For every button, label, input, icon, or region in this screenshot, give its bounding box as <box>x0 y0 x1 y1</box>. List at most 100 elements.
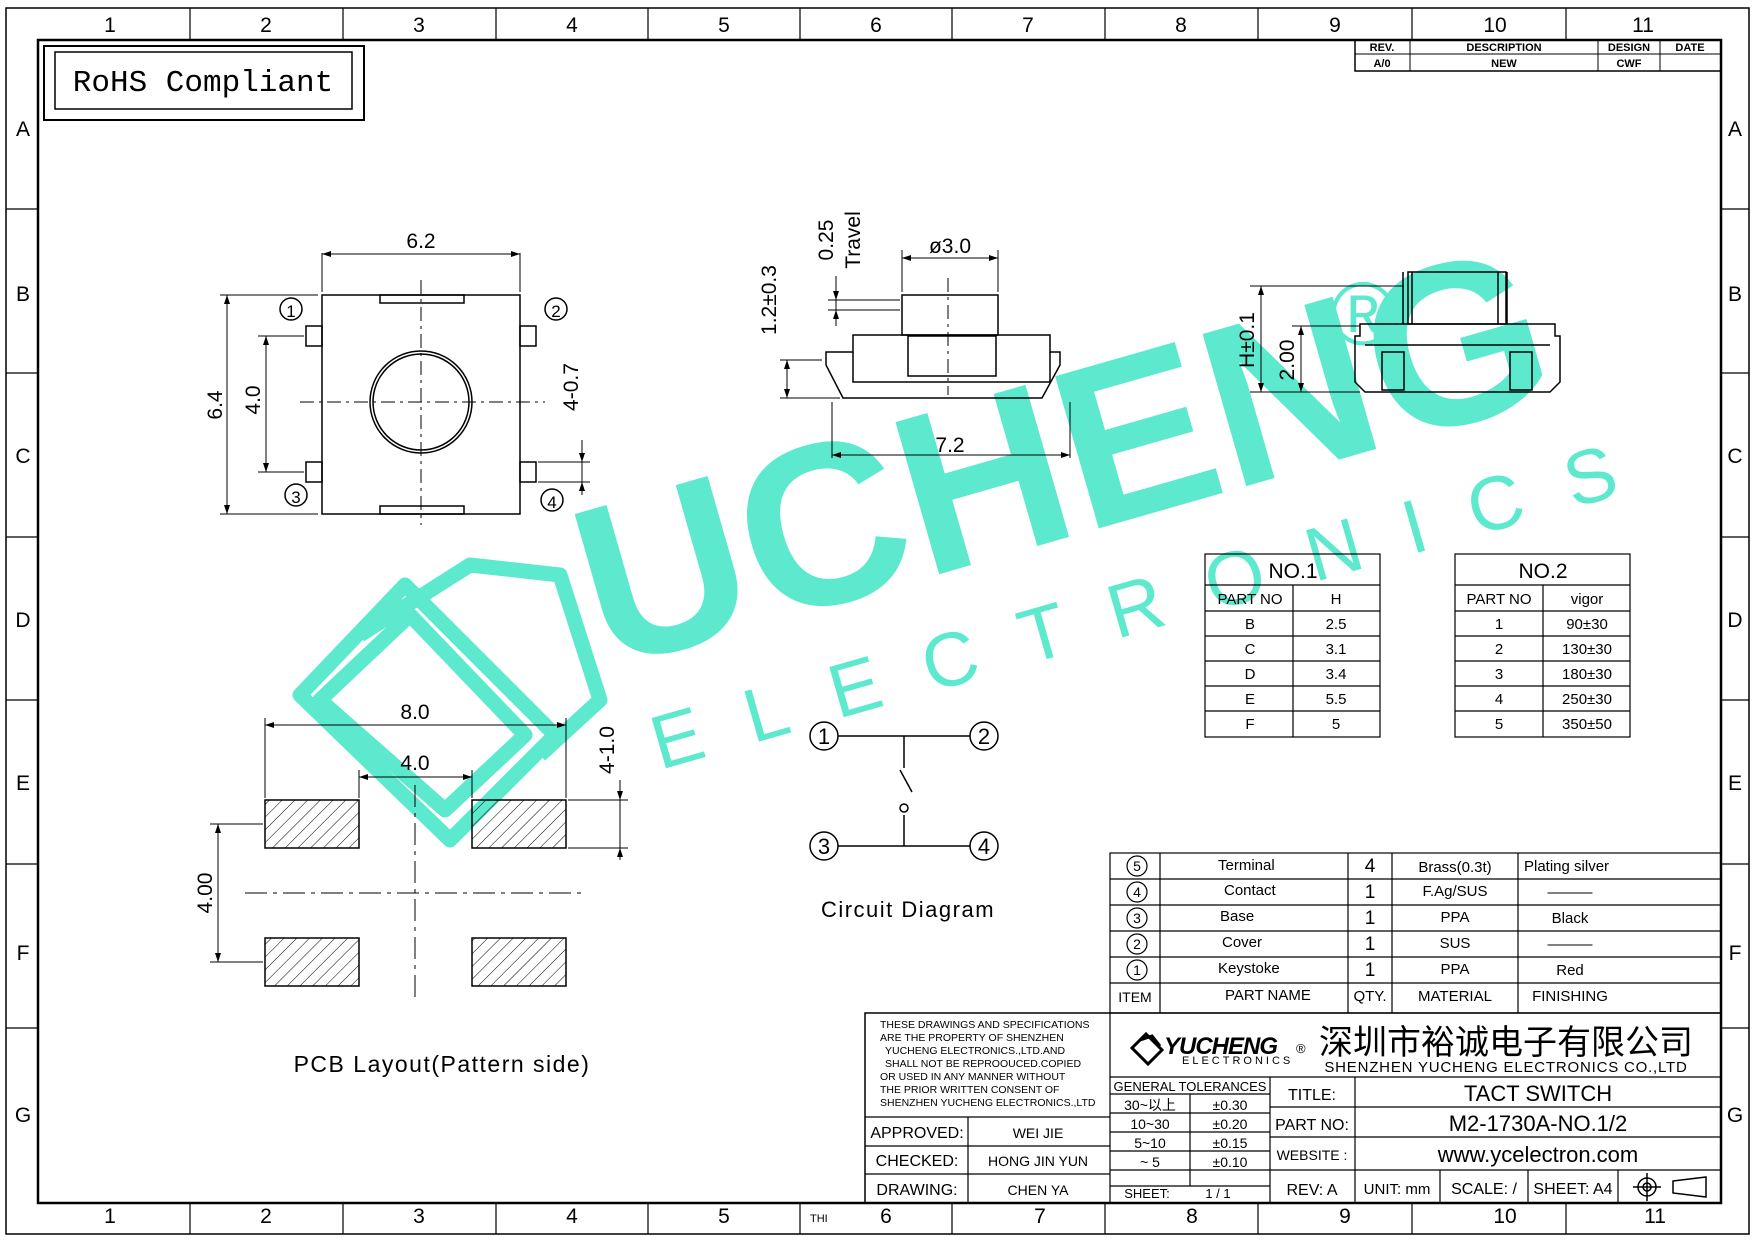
no2-cell: 250±30 <box>1562 691 1612 708</box>
drawing-name: CHEN YA <box>1008 1182 1070 1198</box>
bom-item: 4 <box>1133 884 1141 900</box>
circuit-pin-4: 4 <box>978 834 990 859</box>
rev-label: REV: A <box>1287 1182 1338 1199</box>
no1-cell: 3.4 <box>1326 666 1347 683</box>
sheet-label: SHEET: <box>1124 1186 1170 1201</box>
grid-col-label: 8 <box>1175 14 1187 37</box>
dim-pcb-pad: 4-1.0 <box>596 726 619 774</box>
drawing-title: TACT SWITCH <box>1464 1081 1612 1106</box>
notice-line: SHALL NOT BE REPROOUCED.COPIED <box>885 1058 1081 1070</box>
tolerance-range: 30~以上 <box>1124 1097 1176 1113</box>
grid-col-label: 2 <box>260 1205 272 1228</box>
bom-part-name: Contact <box>1224 882 1277 899</box>
no2-cell: 4 <box>1495 691 1503 708</box>
travel-label: Travel <box>842 211 865 269</box>
tolerance-title: GENERAL TOLERANCES <box>1114 1079 1267 1094</box>
dim-base-height: 2.00 <box>1276 340 1299 381</box>
part-number: M2-1730A-NO.1/2 <box>1449 1111 1628 1136</box>
grid-col-label: 4 <box>566 14 578 37</box>
grid-ticks <box>6 8 1749 1234</box>
logo-main: YUCHENG <box>1164 1033 1277 1060</box>
end-view <box>1250 271 1561 393</box>
grid-col-label: 6 <box>880 1205 892 1228</box>
bom-qty: 1 <box>1365 934 1376 955</box>
grid-col-label: 5 <box>718 14 730 37</box>
grid-col-label: 5 <box>718 1205 730 1228</box>
notice-line: SHENZHEN YUCHENG ELECTRONICS.,LTD <box>880 1097 1096 1109</box>
bom-item: 5 <box>1133 858 1141 874</box>
rev-header-date: DATE <box>1675 42 1704 54</box>
dim-travel: 0.25 <box>815 220 838 261</box>
top-view-labels: 6.2 6.4 4.0 4-0.7 1 2 3 4 <box>204 230 583 512</box>
dim-height: 6.4 <box>204 390 227 420</box>
bom-finishing: Red <box>1556 962 1584 979</box>
rohs-label: RoHS Compliant <box>73 66 333 101</box>
dim-pin: 4-0.7 <box>560 363 583 411</box>
bom-qty: 1 <box>1365 882 1376 903</box>
notice-line: OR USED IN ANY MANNER WITHOUT <box>880 1071 1066 1083</box>
grid-row-label: G <box>1727 1104 1743 1127</box>
grid-labels: 1 2 3 4 5 6 7 8 9 10 11 1 2 3 4 5 6 7 8 … <box>15 14 1743 1228</box>
bom-part-name: Terminal <box>1218 857 1275 874</box>
grid-col-label: 9 <box>1339 1205 1351 1228</box>
circuit-diagram <box>809 721 999 861</box>
outer-frame <box>5 7 1750 1235</box>
drawing-label: DRAWING: <box>876 1182 957 1199</box>
pcb-labels: 8.0 4.0 4-1.0 4.00 PCB Layout(Pattern si… <box>194 701 619 1077</box>
grid-col-label: 8 <box>1186 1205 1198 1228</box>
pcb-arrows <box>215 722 623 962</box>
no1-cell: D <box>1245 666 1256 683</box>
bom-material: PPA <box>1441 909 1470 926</box>
grid-row-label: B <box>1728 283 1742 306</box>
bom-qty: 1 <box>1365 908 1376 929</box>
dim-body-width: 7.2 <box>935 434 964 457</box>
grid-col-label: 10 <box>1483 14 1506 37</box>
grid-col-label: 4 <box>566 1205 578 1228</box>
bom-qty: 1 <box>1365 960 1376 981</box>
side-view <box>780 250 1071 458</box>
dim-diameter: ø3.0 <box>929 235 971 258</box>
grid-col-label: 2 <box>260 14 272 37</box>
watermark-logo-icon <box>292 557 608 848</box>
grid-row-label: E <box>1728 772 1742 795</box>
bom-finishing: ——— <box>1548 884 1593 901</box>
approved-name: WEI JIE <box>1013 1125 1064 1141</box>
tolerance-range: 10~30 <box>1130 1116 1170 1132</box>
no2-title: NO.2 <box>1518 560 1567 583</box>
dim-pcb-inner: 4.0 <box>400 752 429 775</box>
revision-table: REV. DESCRIPTION DESIGN DATE A/0 NEW CWF <box>1354 39 1722 72</box>
rev-header-rev: REV. <box>1370 42 1395 54</box>
title-block: THESE DRAWINGS AND SPECIFICATIONS ARE TH… <box>810 1012 1722 1225</box>
website-label: WEBSITE : <box>1277 1147 1348 1163</box>
rev-header-description: DESCRIPTION <box>1466 42 1541 54</box>
sheet-size-label: SHEET: A4 <box>1533 1181 1612 1198</box>
circuit-labels: 1 2 3 4 Circuit Diagram <box>818 724 994 922</box>
notice-text: THESE DRAWINGS AND SPECIFICATIONS ARE TH… <box>880 1019 1096 1109</box>
checked-name: HONG JIN YUN <box>988 1153 1088 1169</box>
rev-designer: CWF <box>1616 58 1641 70</box>
grid-row-label: E <box>16 772 30 795</box>
no1-header-part: PART NO <box>1217 591 1282 608</box>
top-view-arrows <box>224 251 585 514</box>
watermark-registered-mark: ® <box>1330 265 1396 365</box>
notice-line: YUCHENG ELECTRONICS.,LTD.AND <box>885 1045 1065 1057</box>
rohs-frame-outer <box>43 45 365 121</box>
no1-title: NO.1 <box>1268 560 1317 583</box>
rohs-frame-inner <box>54 51 353 110</box>
sheet-value: 1 / 1 <box>1205 1186 1230 1201</box>
grid-col-label: 6 <box>870 14 882 37</box>
tolerance-range: ~ 5 <box>1140 1154 1160 1170</box>
bom-header-material: MATERIAL <box>1418 988 1492 1005</box>
no2-cell: 3 <box>1495 666 1503 683</box>
grid-row-label: A <box>16 118 30 141</box>
no1-cell: E <box>1245 691 1255 708</box>
pin-4: 4 <box>547 493 556 512</box>
website: www.ycelectron.com <box>1437 1142 1639 1167</box>
unit-label: UNIT: mm <box>1364 1181 1431 1198</box>
no2-cell: 180±30 <box>1562 666 1612 683</box>
bom-finishing: Plating silver <box>1524 858 1609 875</box>
bom-header-qty: QTY. <box>1353 988 1386 1005</box>
pcb-layout <box>210 718 628 1000</box>
grid-col-label: 7 <box>1034 1205 1046 1228</box>
